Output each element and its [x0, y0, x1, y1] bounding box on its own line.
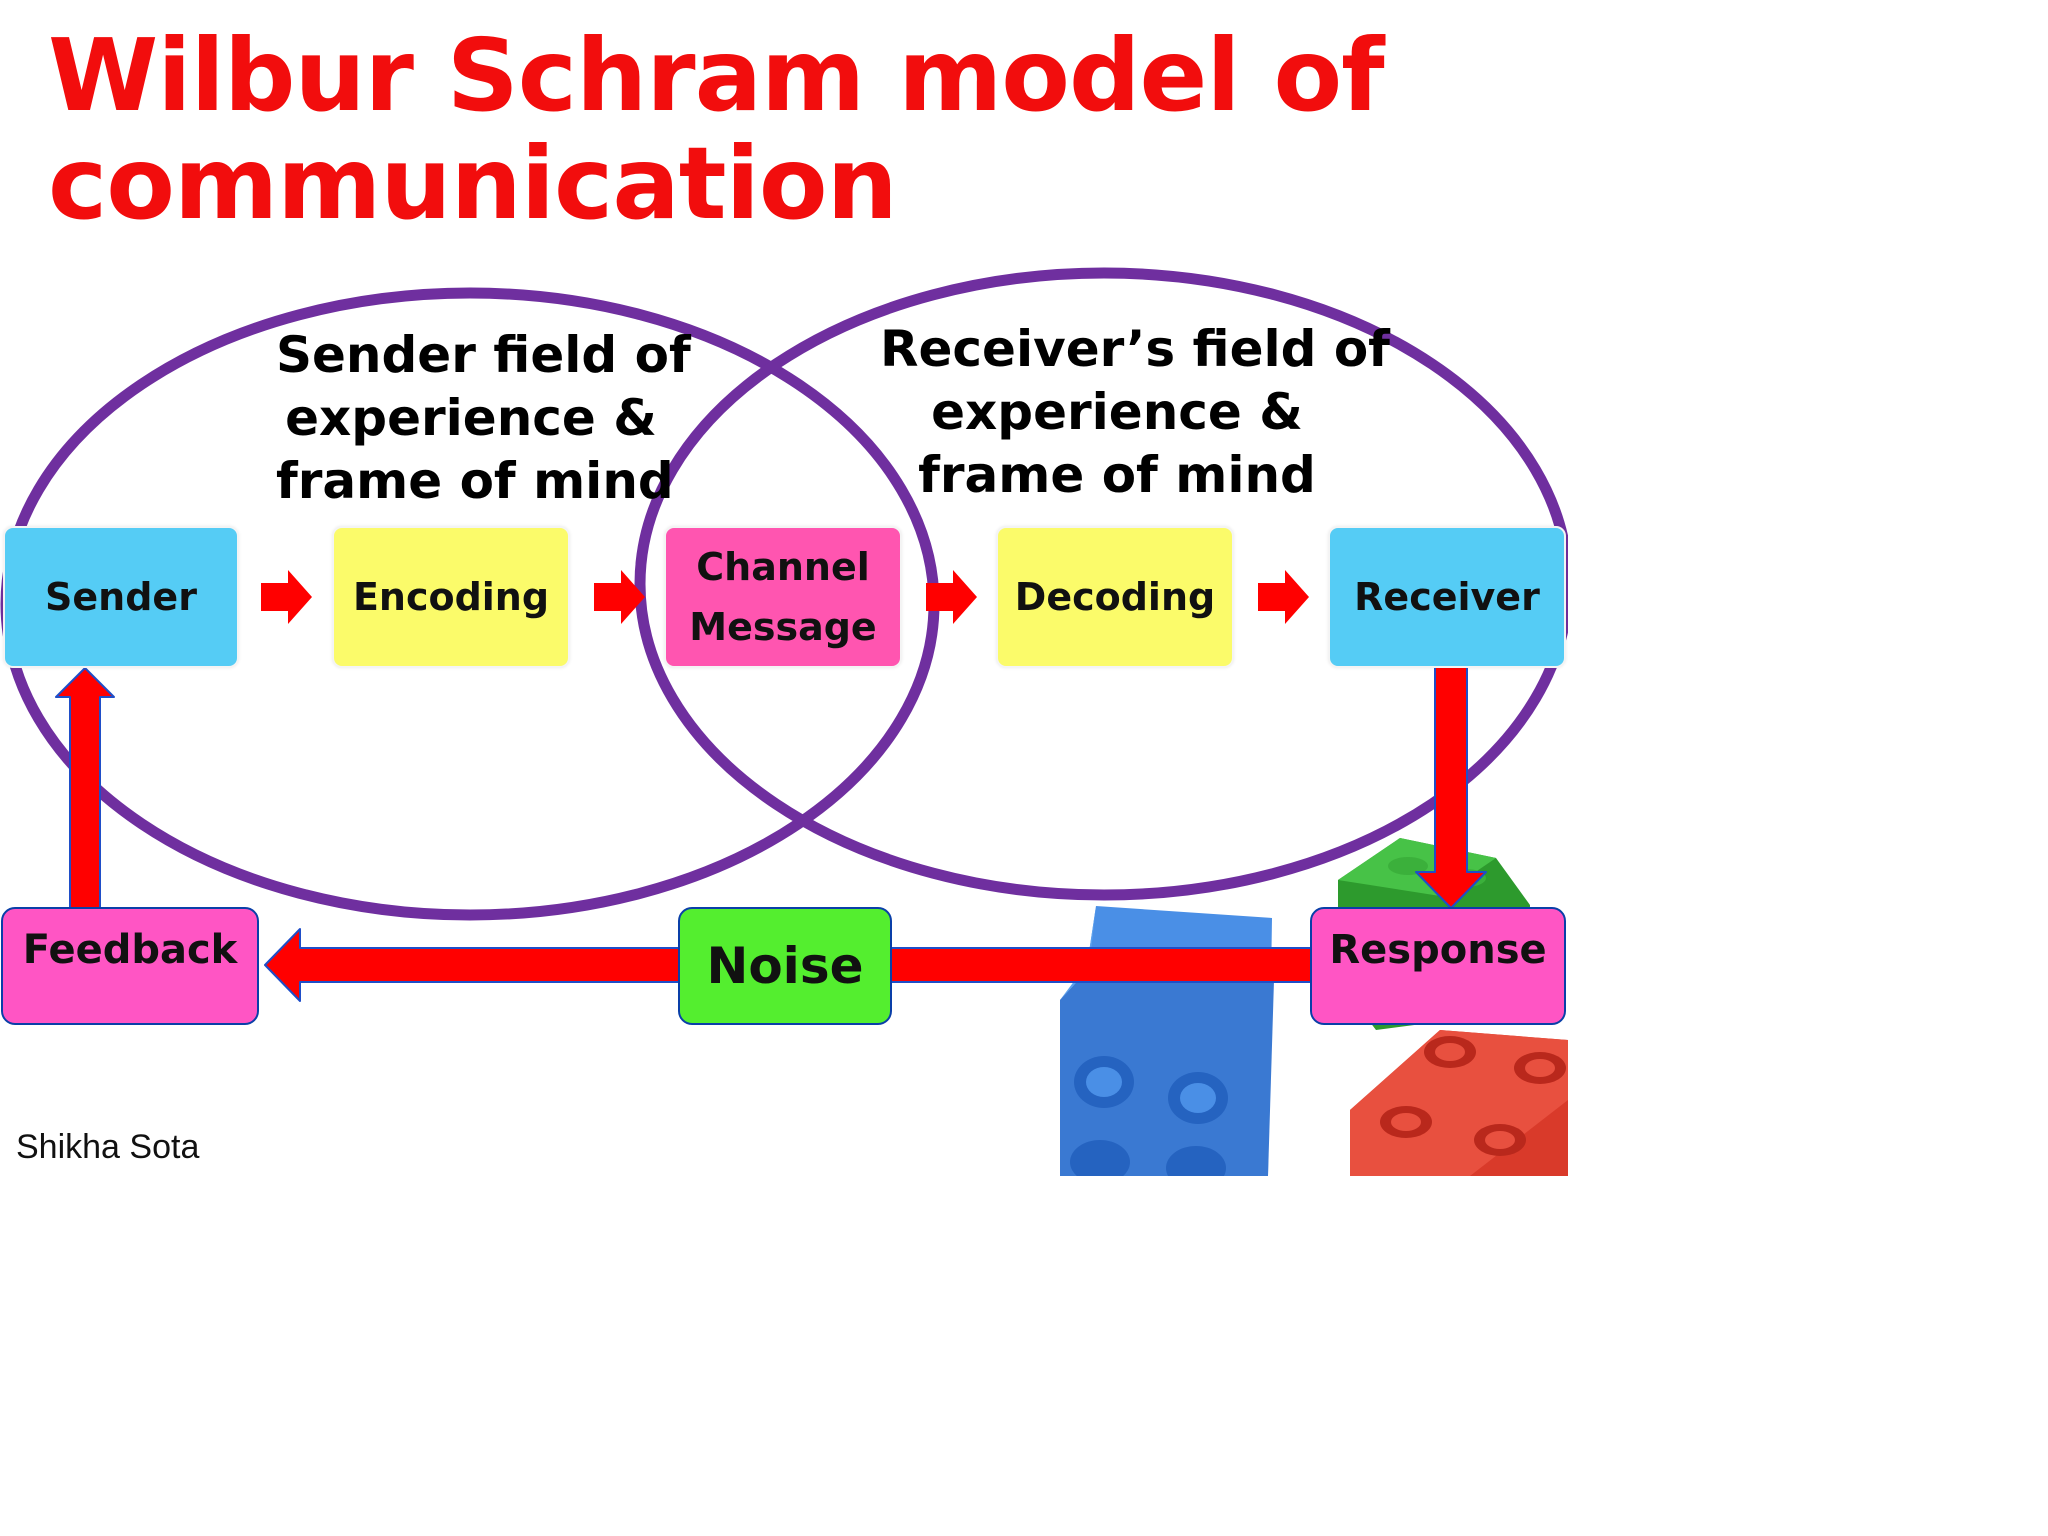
author-credit: Shikha Sota	[16, 1128, 200, 1166]
receiver-box: Receiver	[1328, 526, 1566, 668]
sender-field-label: Sender field of experience & frame of mi…	[276, 324, 691, 513]
receiver-field-line-1: Receiver’s field of	[880, 320, 1390, 378]
sender-box: Sender	[3, 526, 239, 668]
encoding-box: Encoding	[332, 526, 570, 668]
channel-label: Channel	[696, 545, 870, 589]
receiver-field-circle	[634, 267, 1568, 901]
response-label: Response	[1329, 927, 1547, 973]
arrow-feedback-to-sender	[55, 667, 115, 909]
decoding-label: Decoding	[1014, 575, 1216, 619]
decoding-box: Decoding	[996, 526, 1234, 668]
red-block	[1350, 1030, 1568, 1176]
arrow-channel-to-decoding	[926, 570, 977, 624]
receiver-label: Receiver	[1354, 575, 1540, 619]
sender-field-line-1: Sender field of	[276, 326, 691, 384]
message-label: Message	[689, 605, 877, 649]
receiver-field-label: Receiver’s field of experience & frame o…	[880, 318, 1390, 507]
sender-field-line-3: frame of mind	[276, 452, 674, 510]
receiver-field-line-2: experience &	[931, 383, 1303, 441]
slide-title: Wilbur Schram model of communication	[48, 17, 1385, 242]
feedback-box: Feedback	[1, 907, 259, 1025]
noise-box: Noise	[678, 907, 892, 1025]
encoding-label: Encoding	[352, 575, 550, 619]
receiver-field-line-3: frame of mind	[918, 446, 1316, 504]
sender-field-line-2: experience &	[285, 389, 657, 447]
slide: Wilbur Schram model of communication	[0, 17, 1568, 1176]
feedback-label: Feedback	[22, 927, 238, 973]
arrow-decoding-to-receiver	[1258, 570, 1309, 624]
sender-label: Sender	[45, 575, 197, 619]
noise-label: Noise	[706, 937, 864, 995]
title-line-2: communication	[48, 125, 898, 242]
response-box: Response	[1310, 907, 1566, 1025]
arrow-encoding-to-channel	[594, 570, 645, 624]
arrow-receiver-to-response	[1415, 661, 1487, 909]
title-line-1: Wilbur Schram model of	[48, 17, 1385, 134]
arrow-sender-to-encoding	[261, 570, 312, 624]
channel-message-box: Channel Message	[664, 526, 902, 668]
